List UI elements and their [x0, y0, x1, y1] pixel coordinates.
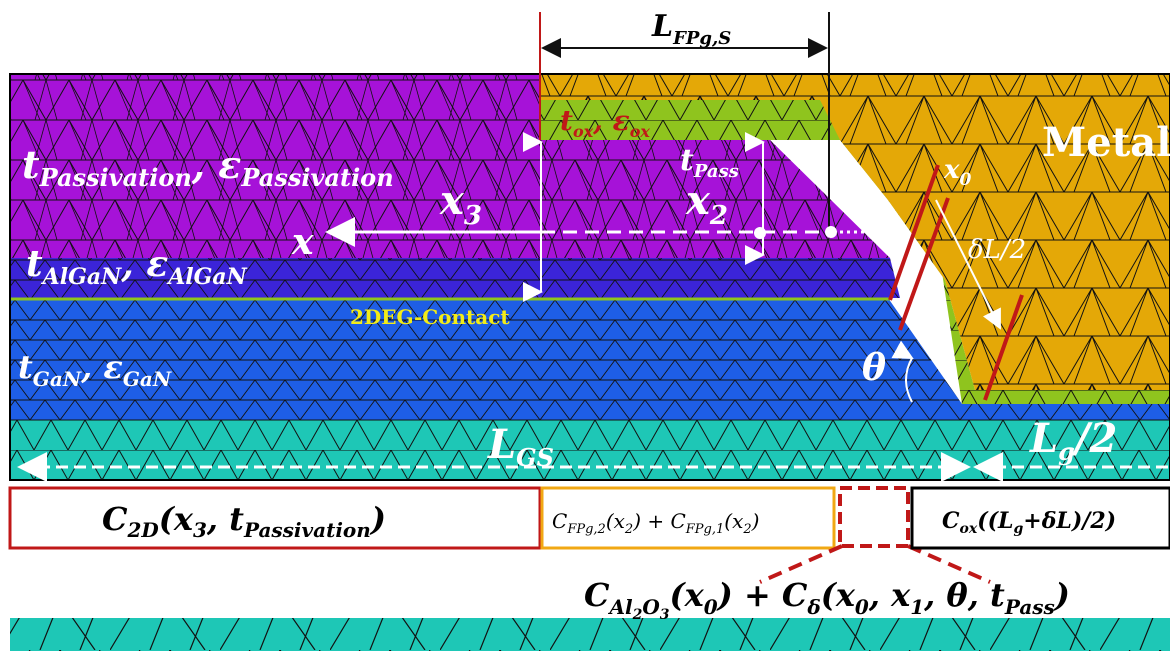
- substrate-layer-mesh: [10, 420, 1170, 480]
- x0-point: [895, 225, 907, 237]
- gate-marker-3: [983, 294, 1024, 401]
- gan-label: tGaN, εGaN: [18, 348, 172, 391]
- lfpgs-dimension: LFPg,S: [539, 9, 830, 232]
- algan-layer-mesh: [10, 258, 900, 298]
- lower-substrate-mesh: [10, 618, 1170, 651]
- theta-label: θ: [862, 347, 886, 389]
- c2d-formula: C2D(x3, tPassivation): [102, 500, 386, 542]
- x0-label: x0: [943, 155, 972, 190]
- oxide-layer-mesh: [540, 100, 1170, 404]
- contact-label: 2DEG-Contact: [350, 305, 510, 329]
- x3-label: x3: [439, 177, 482, 231]
- cfpg-formula: CFPg,2(x2) + CFPg,1(x2): [552, 509, 759, 537]
- cox-formula: Cox((Lg+δL)/2): [942, 508, 1116, 537]
- oxide-label: tox, εox: [560, 104, 650, 141]
- cal-formula: CAl2O3(x0) + Cδ(x0, x1, θ, tPass): [584, 576, 1070, 623]
- cal-leader-left: [759, 544, 843, 584]
- passivation-layer-mesh: [10, 74, 890, 258]
- metal-label: Metal: [1042, 119, 1170, 166]
- metal-layer-mesh: [540, 74, 1170, 390]
- cal-leader-right: [907, 544, 991, 584]
- x-axis: x x3 x2 x1 x0: [291, 155, 972, 263]
- lgs-label: LGS: [487, 421, 554, 472]
- lg-label: Lg/2: [1029, 415, 1117, 466]
- lfpgs-label: LFPg,S: [651, 9, 731, 49]
- tpass-label: tPass: [680, 143, 739, 182]
- gan-layer-mesh: [10, 298, 1170, 420]
- dl-arrow: [935, 199, 1001, 330]
- cox-box: [910, 486, 1170, 550]
- gate-marker-1: [888, 164, 940, 301]
- theta-arc: [891, 340, 914, 403]
- algan-label: tAlGaN, εAlGaN: [26, 243, 248, 290]
- x2-label: x2: [685, 177, 728, 231]
- x-axis-label: x: [291, 221, 314, 263]
- layer-stack: [9, 73, 1170, 481]
- x1-point: [825, 226, 837, 238]
- x1-label: x1: [861, 189, 889, 224]
- cfpg-box: [540, 486, 836, 550]
- dl-label: δL/2: [968, 235, 1026, 265]
- passivation-label: tPassivation, εPassivation: [22, 142, 394, 192]
- c2d-box: [8, 486, 542, 550]
- cal-dashed-box: [838, 486, 910, 548]
- gate-marker-2: [898, 197, 950, 331]
- x2-point: [754, 227, 766, 239]
